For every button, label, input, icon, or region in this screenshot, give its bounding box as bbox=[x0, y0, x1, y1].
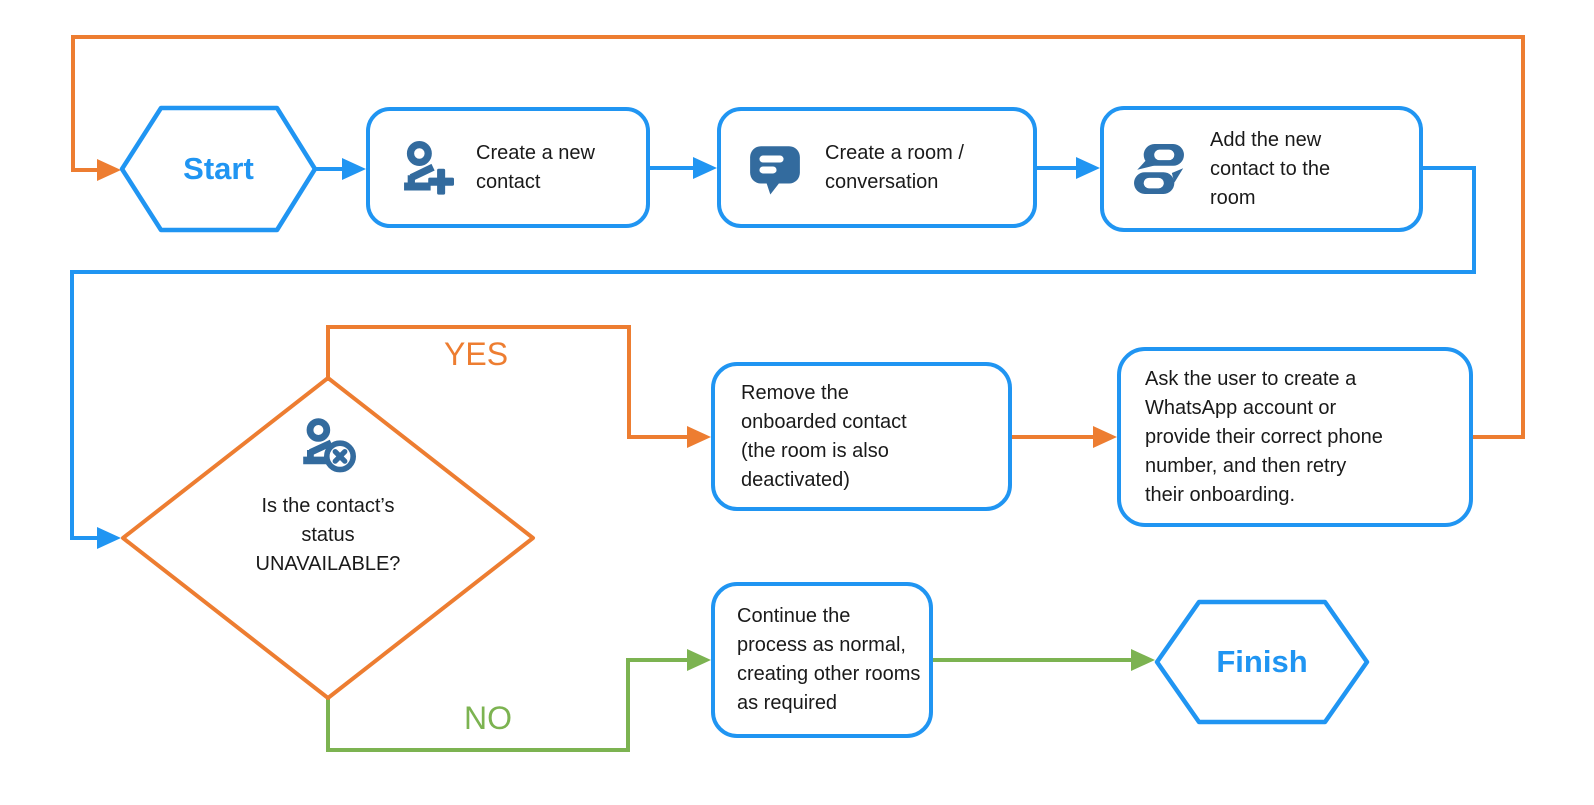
process-label: Create a new contact bbox=[476, 141, 595, 193]
person-x-icon bbox=[303, 418, 356, 473]
process-label: Ask the user to create a WhatsApp accoun… bbox=[1145, 367, 1383, 506]
process-ask-user: Ask the user to create a WhatsApp accoun… bbox=[1117, 347, 1473, 527]
chat-bubbles-icon bbox=[1134, 144, 1184, 194]
process-label: Remove the onboarded contact (the room i… bbox=[741, 381, 907, 491]
orange-arrowheads bbox=[97, 159, 1117, 448]
person-add-icon bbox=[404, 140, 454, 195]
green-connectors bbox=[326, 658, 1133, 752]
green-arrowheads bbox=[687, 649, 1155, 671]
process-label: Continue the process as normal, creating… bbox=[737, 605, 921, 714]
orange-connectors bbox=[71, 35, 1525, 439]
finish-hexagon bbox=[1154, 599, 1370, 725]
process-create-contact: Create a new contact bbox=[366, 107, 650, 228]
decision-diamond bbox=[121, 376, 535, 700]
edge-label-no: NO bbox=[464, 700, 512, 736]
decision-label: Is the contact’s status UNAVAILABLE? bbox=[255, 495, 401, 575]
chat-bubble-icon bbox=[750, 145, 800, 194]
start-node-label: Start bbox=[183, 151, 254, 186]
process-continue: Continue the process as normal, creating… bbox=[711, 582, 933, 738]
process-create-room: Create a room / conversation bbox=[717, 107, 1037, 228]
process-add-contact-to-room: Add the new contact to the room bbox=[1100, 106, 1423, 232]
blue-arrowheads bbox=[97, 157, 1100, 549]
process-label: Create a room / conversation bbox=[825, 141, 964, 193]
finish-node-label: Finish bbox=[1216, 644, 1308, 679]
edge-label-yes: YES bbox=[444, 336, 509, 372]
process-label: Add the new contact to the room bbox=[1210, 128, 1331, 209]
start-hexagon bbox=[119, 105, 318, 233]
decision-status-check: Is the contact’s status UNAVAILABLE? bbox=[198, 418, 458, 579]
process-remove-contact: Remove the onboarded contact (the room i… bbox=[711, 362, 1012, 511]
blue-connectors bbox=[70, 166, 1476, 540]
